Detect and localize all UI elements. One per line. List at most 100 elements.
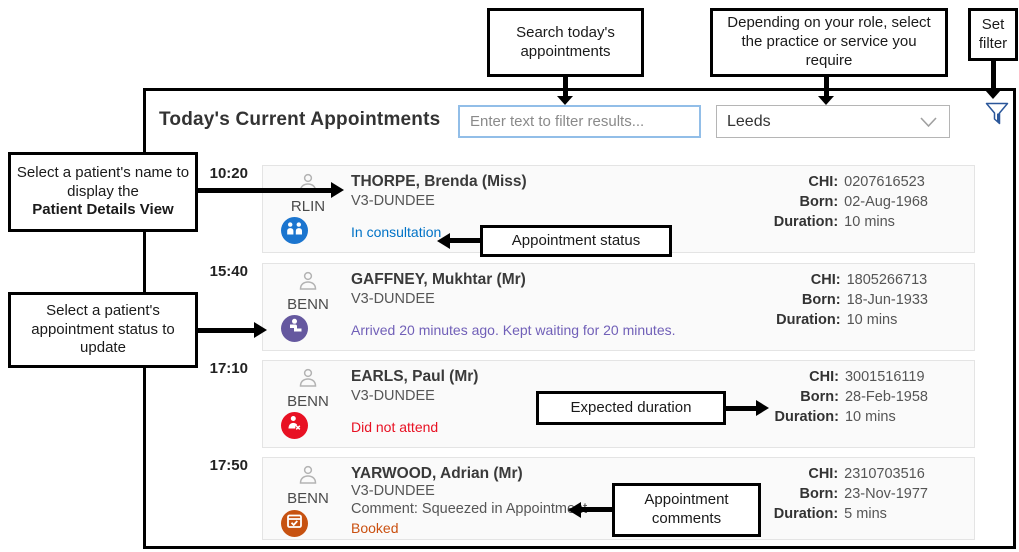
arrow-to-practice-select xyxy=(824,77,829,98)
chi-label: CHI: xyxy=(810,272,841,288)
clinician-code: RLIN xyxy=(290,198,326,215)
arrow-head-left-icon xyxy=(568,502,581,518)
callout-select-practice: Depending on your role, select the pract… xyxy=(710,8,948,77)
callout-text: Set filter xyxy=(978,15,1008,52)
callout-text: Select a patient's name to display the xyxy=(16,163,190,200)
appointment-time: 17:50 xyxy=(209,457,248,474)
patient-silhouette-icon xyxy=(297,367,319,394)
arrow-to-duration xyxy=(726,406,756,411)
born-label: Born: xyxy=(800,389,839,405)
chi-value: 0207616523 xyxy=(844,174,925,190)
callout-expected-duration: Expected duration xyxy=(536,391,726,425)
consultation-icon xyxy=(281,215,308,247)
arrow-to-patient-name xyxy=(197,188,331,193)
patient-practice: V3-DUNDEE xyxy=(351,388,435,404)
callout-text: Search today's appointments xyxy=(516,23,615,60)
clinician-code: BENN xyxy=(287,393,329,410)
duration-label: Duration: xyxy=(774,409,839,425)
status-icon-button[interactable] xyxy=(281,510,308,537)
status-icon-button[interactable] xyxy=(281,315,308,342)
status-text: In consultation xyxy=(351,224,442,240)
clinician-code: BENN xyxy=(287,490,329,507)
appointment-time: 15:40 xyxy=(209,263,248,280)
page-title: Today's Current Appointments xyxy=(159,109,441,130)
patient-info: CHI: 2310703516 Born: 23-Nov-1977 Duration… xyxy=(774,465,928,524)
patient-info: CHI: 3001516119 Born: 28-Feb-1958 Duration… xyxy=(775,368,928,427)
chevron-down-icon xyxy=(920,115,937,133)
callout-text: Expected duration xyxy=(570,398,692,416)
appointment-time: 10:20 xyxy=(209,165,248,182)
patient-silhouette-icon xyxy=(297,172,319,199)
duration-label: Duration: xyxy=(773,214,839,230)
patient-practice: V3-DUNDEE xyxy=(351,193,435,209)
patient-practice: V3-DUNDEE xyxy=(351,483,435,499)
arrow-head-right-icon xyxy=(331,182,344,198)
practice-select-value: Leeds xyxy=(727,112,771,130)
born-label: Born: xyxy=(799,486,839,502)
callout-update-status: Select a patient's appointment status to… xyxy=(8,292,198,368)
born-value: 23-Nov-1977 xyxy=(844,486,928,502)
did-not-attend-icon xyxy=(281,410,308,442)
duration-label: Duration: xyxy=(773,506,839,522)
clinician-code: BENN xyxy=(287,296,329,313)
appointments-panel: Today's Current Appointments Leeds 10:20… xyxy=(143,88,1016,549)
patient-name-link[interactable]: THORPE, Brenda (Miss) xyxy=(351,173,527,190)
filter-button[interactable] xyxy=(983,102,1011,132)
callout-text: Depending on your role, select the pract… xyxy=(727,14,931,69)
chi-label: CHI: xyxy=(808,174,839,190)
duration-label: Duration: xyxy=(776,312,841,328)
born-value: 28-Feb-1958 xyxy=(844,389,928,405)
chi-label: CHI: xyxy=(809,369,839,385)
status-text: Booked xyxy=(351,520,399,536)
callout-set-filter: Set filter xyxy=(968,8,1018,61)
chi-label: CHI: xyxy=(808,466,839,482)
patient-name-link[interactable]: GAFFNEY, Mukhtar (Mr) xyxy=(351,271,526,288)
practice-select[interactable]: Leeds xyxy=(716,105,950,138)
patient-info: CHI: 1805266713 Born: 18-Jun-1933 Duration… xyxy=(776,271,928,330)
status-text: Did not attend xyxy=(351,419,439,435)
patient-silhouette-icon xyxy=(297,270,319,297)
chi-value: 3001516119 xyxy=(844,369,925,385)
patient-name-link[interactable]: EARLS, Paul (Mr) xyxy=(351,368,479,385)
callout-text: Appointment status xyxy=(511,231,641,249)
status-icon-button[interactable] xyxy=(281,217,308,244)
arrow-head-down-icon xyxy=(985,90,1001,99)
arrow-to-status-text xyxy=(450,238,480,243)
arrow-head-left-icon xyxy=(437,233,450,249)
arrow-head-down-icon xyxy=(557,96,573,105)
callout-text-bold: Patient Details View xyxy=(32,201,174,219)
arrow-head-down-icon xyxy=(818,96,834,105)
patient-info: CHI:0207616523 Born:02-Aug-1968 Duration… xyxy=(774,173,928,232)
duration-value: 10 mins xyxy=(846,312,898,328)
callout-appointment-status: Appointment status xyxy=(480,225,672,257)
born-label: Born: xyxy=(801,292,841,308)
chi-value: 1805266713 xyxy=(846,272,928,288)
born-value: 02-Aug-1968 xyxy=(844,194,928,210)
callout-patient-name: Select a patient's name to display the P… xyxy=(8,152,198,232)
patient-name-link[interactable]: YARWOOD, Adrian (Mr) xyxy=(351,465,523,482)
duration-value: 10 mins xyxy=(844,214,895,230)
born-value: 18-Jun-1933 xyxy=(846,292,928,308)
arrow-to-search xyxy=(563,77,568,98)
filter-funnel-icon xyxy=(984,101,1010,133)
callout-appointment-comments: Appointment comments xyxy=(612,483,761,537)
appointment-row: BENN GAFFNEY, Mukhtar (Mr) V3-DUNDEE Arr… xyxy=(262,263,975,351)
arrow-to-filter xyxy=(991,61,996,92)
booked-icon xyxy=(281,508,308,540)
appointment-time: 17:10 xyxy=(209,360,248,377)
search-input[interactable] xyxy=(458,105,701,138)
arrow-head-right-icon xyxy=(756,400,769,416)
arrow-head-right-icon xyxy=(254,322,267,338)
duration-value: 10 mins xyxy=(844,409,896,425)
appointment-comment: Comment: Squeezed in Appointment xyxy=(351,501,588,517)
chi-value: 2310703516 xyxy=(844,466,925,482)
status-icon-button[interactable] xyxy=(281,412,308,439)
patient-practice: V3-DUNDEE xyxy=(351,291,435,307)
duration-value: 5 mins xyxy=(844,506,887,522)
callout-text: Appointment comments xyxy=(644,491,729,527)
arrived-icon xyxy=(281,313,308,345)
callout-search-appointments: Search today's appointments xyxy=(487,8,644,77)
arrow-to-comment xyxy=(581,507,612,512)
callout-text: Select a patient's appointment status to… xyxy=(31,301,175,357)
